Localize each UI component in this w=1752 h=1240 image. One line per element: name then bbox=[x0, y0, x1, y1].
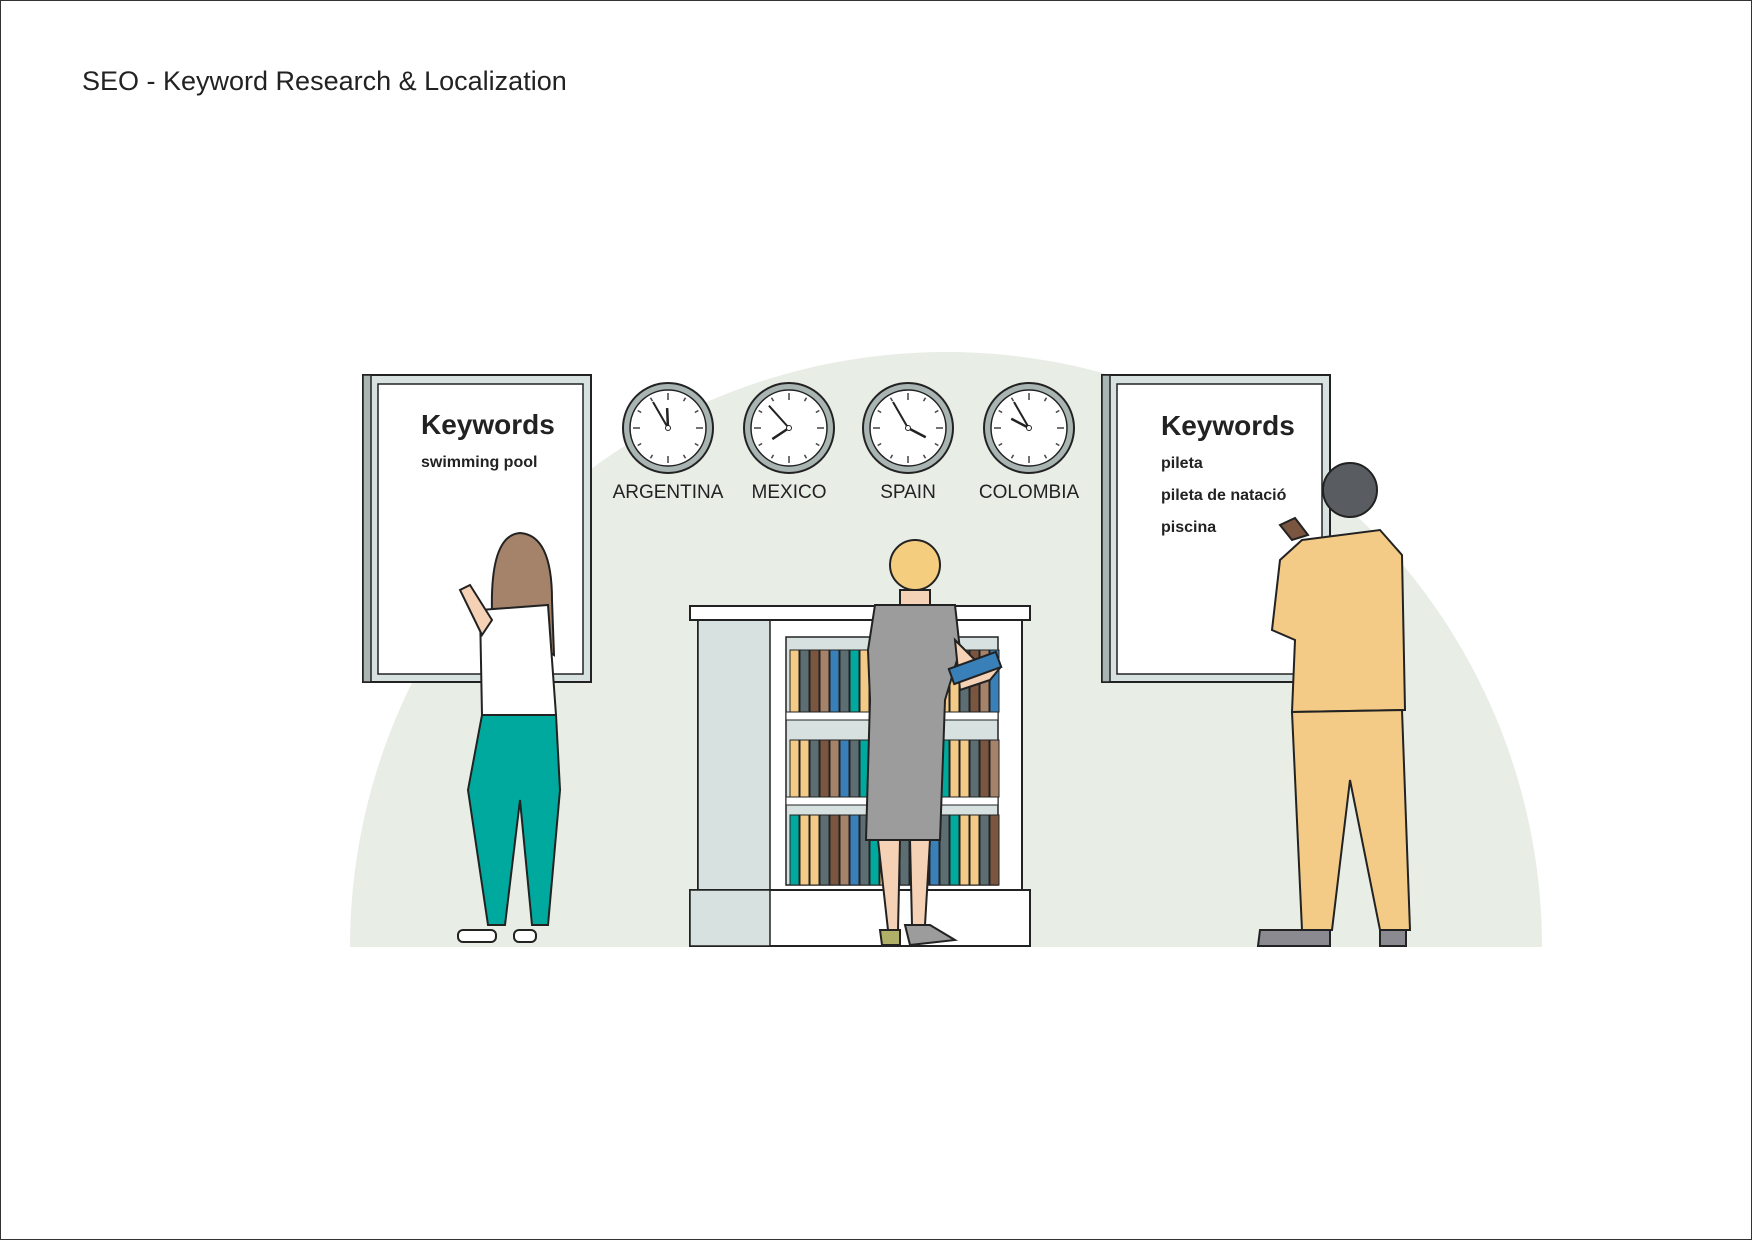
board-heading: Keywords bbox=[421, 409, 555, 440]
clock-label: MEXICO bbox=[752, 482, 827, 503]
book bbox=[819, 649, 830, 713]
keywords-board-left: Keywords swimming pool bbox=[362, 374, 592, 683]
book bbox=[819, 814, 830, 886]
clock-label: SPAIN bbox=[880, 482, 936, 503]
book bbox=[799, 814, 810, 886]
book bbox=[849, 739, 860, 798]
book bbox=[829, 814, 840, 886]
book bbox=[849, 649, 860, 713]
book bbox=[989, 739, 1000, 798]
board-keyword: pileta de natació bbox=[1161, 487, 1287, 504]
clock-hour-hand bbox=[771, 426, 790, 441]
book bbox=[939, 814, 950, 886]
book bbox=[979, 739, 990, 798]
book bbox=[979, 814, 990, 886]
book bbox=[799, 739, 810, 798]
book bbox=[809, 649, 820, 713]
clock-label: COLOMBIA bbox=[979, 482, 1080, 503]
board-heading: Keywords bbox=[1161, 410, 1295, 441]
clock-argentina: ARGENTINA bbox=[613, 382, 724, 503]
book bbox=[789, 649, 800, 713]
clock-hour-hand bbox=[1010, 417, 1030, 430]
book bbox=[949, 814, 960, 886]
book bbox=[799, 649, 810, 713]
book bbox=[949, 739, 960, 798]
clock-spain: SPAIN bbox=[862, 382, 954, 503]
book bbox=[829, 649, 840, 713]
book bbox=[849, 814, 860, 886]
book bbox=[839, 814, 850, 886]
book bbox=[809, 739, 820, 798]
book bbox=[789, 739, 800, 798]
board-keyword: pileta bbox=[1161, 455, 1203, 472]
clock-minute-hand bbox=[892, 401, 909, 429]
book bbox=[839, 649, 850, 713]
book bbox=[969, 814, 980, 886]
board-keyword: swimming pool bbox=[421, 454, 537, 471]
book bbox=[859, 814, 870, 886]
book bbox=[969, 739, 980, 798]
clock-hour-hand bbox=[665, 407, 670, 429]
book bbox=[959, 814, 970, 886]
person-man-right bbox=[1256, 462, 1412, 947]
page-title: SEO - Keyword Research & Localization bbox=[82, 66, 567, 96]
clock-minute-hand bbox=[652, 401, 669, 429]
clock-label: ARGENTINA bbox=[613, 482, 724, 503]
clock-hour-hand bbox=[907, 426, 927, 439]
board-keyword: piscina bbox=[1161, 519, 1216, 536]
clock-mexico: MEXICO bbox=[743, 382, 835, 503]
book bbox=[959, 739, 970, 798]
person-woman-left bbox=[457, 531, 562, 943]
book bbox=[989, 814, 1000, 886]
book bbox=[819, 739, 830, 798]
clock-colombia: COLOMBIA bbox=[979, 382, 1080, 503]
clock-minute-hand bbox=[768, 405, 790, 429]
book bbox=[829, 739, 840, 798]
clock-minute-hand bbox=[1013, 401, 1030, 429]
book bbox=[839, 739, 850, 798]
person-woman-center bbox=[864, 539, 1003, 947]
book bbox=[809, 814, 820, 886]
book bbox=[789, 814, 800, 886]
